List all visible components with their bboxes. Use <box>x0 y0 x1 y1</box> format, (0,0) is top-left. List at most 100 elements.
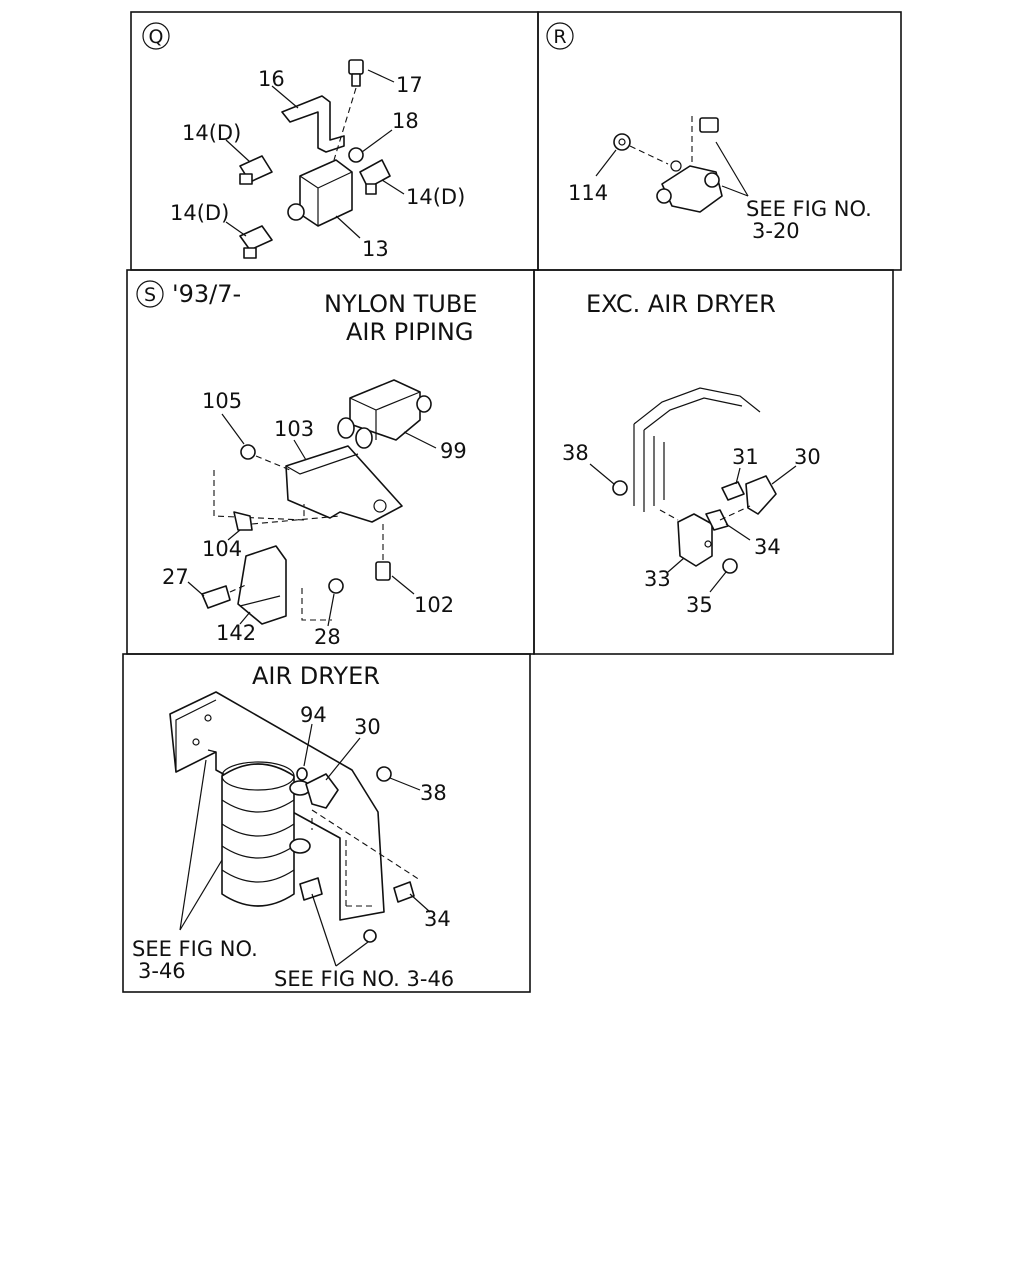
see-fig-r-line2: 3-20 <box>752 219 800 243</box>
label-14-upper: 14(D) <box>182 121 241 145</box>
bolt-102 <box>375 561 391 581</box>
outline-s <box>213 470 305 521</box>
panel-s: S '93/7- NYLON TUBE AIR PIPING <box>136 280 477 649</box>
label-38: 38 <box>562 441 589 465</box>
dryer-fitting-30 <box>305 773 339 809</box>
valve-r-port-3 <box>670 160 682 172</box>
leader-104 <box>227 529 241 541</box>
dryer-cylinder-top <box>221 761 295 791</box>
dryer-bracket-hole-2 <box>204 714 212 722</box>
leader-16 <box>271 85 299 109</box>
label-35: 35 <box>686 593 713 617</box>
leader-31 <box>735 467 741 485</box>
bolt-27 <box>201 585 231 609</box>
label-33: 33 <box>644 567 671 591</box>
label-dryer-94: 94 <box>300 703 327 727</box>
panel-q: Q 16 17 18 14(D) 14(D) 14(D) 13 <box>142 22 465 261</box>
bracket-16 <box>281 95 345 153</box>
bolt-17 <box>348 59 364 75</box>
panel-dryer-title: AIR DRYER <box>252 662 380 690</box>
panel-s-letter: S <box>144 284 156 306</box>
label-14-right: 14(D) <box>406 185 465 209</box>
valve-13-edge <box>299 171 353 226</box>
leader-see-a-1 <box>179 859 223 931</box>
oring-94 <box>296 767 308 781</box>
leader-dryer-34 <box>409 893 431 913</box>
leader-dryer-94 <box>303 723 313 767</box>
bracket-33 <box>677 513 713 567</box>
dryer-bolt-34-right <box>393 881 415 903</box>
see-fig-dryer-a-line2: 3-46 <box>138 959 186 983</box>
label-28: 28 <box>314 625 341 649</box>
dryer-ear-2 <box>289 838 311 854</box>
panel-r-frame <box>537 11 902 271</box>
panel-exc-frame <box>533 269 894 655</box>
valve-99-cyl-2 <box>355 427 373 449</box>
nut-105 <box>240 444 256 460</box>
see-fig-dryer-b: SEE FIG NO. 3-46 <box>274 967 454 991</box>
valve-13 <box>299 159 353 227</box>
panel-r-circle <box>546 22 574 50</box>
label-dryer-38: 38 <box>420 781 447 805</box>
leader-14a <box>225 139 251 163</box>
label-105: 105 <box>202 389 242 413</box>
panel-r-letter: R <box>553 26 566 48</box>
bolt-17-shank <box>351 73 361 87</box>
leader-142 <box>239 611 251 625</box>
label-104: 104 <box>202 537 242 561</box>
label-16: 16 <box>258 67 285 91</box>
fitting-14-lower <box>239 225 273 251</box>
leader-102 <box>391 575 415 595</box>
label-99: 99 <box>440 439 467 463</box>
nut-28 <box>328 578 344 594</box>
panel-exc: EXC. AIR DRYER 38 31 30 34 33 35 <box>562 290 821 617</box>
label-30: 30 <box>794 445 821 469</box>
axis-114 <box>629 145 669 165</box>
label-102: 102 <box>414 593 454 617</box>
leader-34 <box>725 523 751 541</box>
dryer-nut-bottom <box>363 929 377 943</box>
nut-114 <box>613 133 631 151</box>
leader-dryer-38 <box>389 777 421 791</box>
axis-105 <box>255 455 291 471</box>
see-fig-dryer-a-line1: SEE FIG NO. <box>132 937 258 961</box>
panel-frames <box>122 11 902 993</box>
fitting-14-right <box>359 159 391 189</box>
leader-103 <box>293 439 307 461</box>
panel-s-title-2: AIR PIPING <box>346 318 473 346</box>
leader-14b <box>381 179 405 195</box>
bracket-103-edge <box>285 453 359 475</box>
leader-99 <box>403 431 437 449</box>
leader-30 <box>771 465 797 485</box>
leader-105 <box>221 413 245 445</box>
bolt-104 <box>233 511 253 531</box>
label-27: 27 <box>162 565 189 589</box>
leader-27 <box>187 581 205 597</box>
bracket-33-hole <box>704 540 712 548</box>
panel-s-title-1: NYLON TUBE <box>324 290 477 318</box>
nut-35 <box>722 558 738 574</box>
leader-see-b-1 <box>311 893 337 967</box>
label-dryer-30: 30 <box>354 715 381 739</box>
panel-exc-title: EXC. AIR DRYER <box>586 290 776 318</box>
dryer-bracket-hole-1 <box>192 738 200 746</box>
leader-see-r-2 <box>721 185 749 197</box>
fitting-14-right-nut <box>365 183 377 195</box>
panel-q-letter: Q <box>149 26 164 48</box>
valve-99-edge <box>349 391 421 440</box>
valve-r-port-1 <box>656 188 672 204</box>
dryer-bracket <box>169 691 385 921</box>
panel-s-circle <box>136 280 164 308</box>
valve-r-port-2 <box>704 172 720 188</box>
nut-18 <box>348 147 364 163</box>
leader-dryer-30 <box>325 737 361 781</box>
fitting-14-upper-left-nut <box>239 173 253 185</box>
dryer-nut-38 <box>376 766 392 782</box>
plate-142-edge <box>239 595 281 607</box>
label-114: 114 <box>568 181 608 205</box>
see-fig-r-line1: SEE FIG NO. <box>746 197 872 221</box>
axis-27 <box>229 583 249 593</box>
label-17: 17 <box>396 73 423 97</box>
label-13: 13 <box>362 237 389 261</box>
dryer-bracket-edge <box>175 699 217 772</box>
